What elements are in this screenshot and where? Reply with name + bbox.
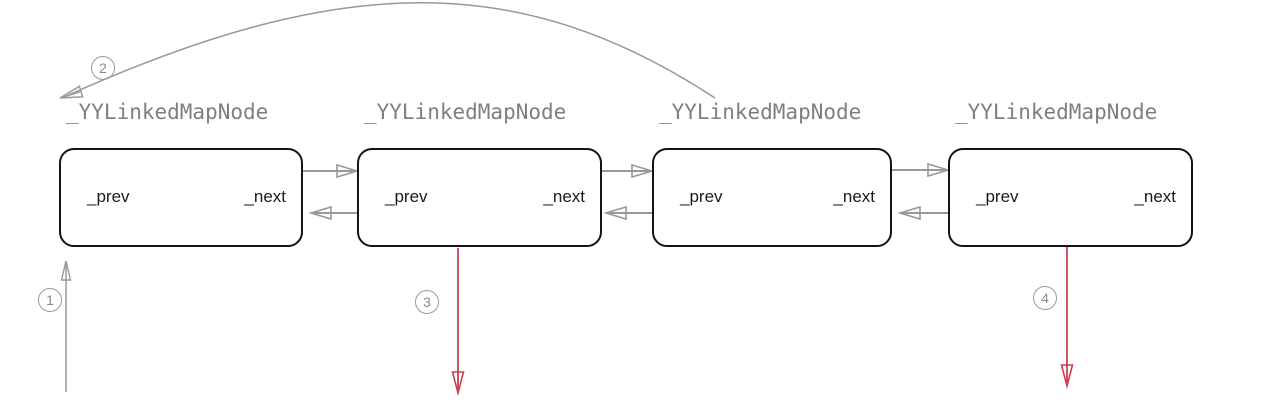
node-box: _prev _next bbox=[357, 148, 602, 247]
linked-map-node-2: _YYLinkedMapNode _prev _next bbox=[357, 100, 602, 247]
prev-arrow-4-3 bbox=[897, 205, 948, 221]
step-1-badge: 1 bbox=[38, 288, 62, 312]
linked-map-node-4: _YYLinkedMapNode _prev _next bbox=[948, 100, 1193, 247]
step1-up-arrow bbox=[60, 260, 72, 392]
step-3-badge: 3 bbox=[415, 290, 439, 314]
next-arrow-1-2 bbox=[303, 163, 360, 179]
next-pointer-label: _next bbox=[244, 187, 286, 206]
node-title: _YYLinkedMapNode bbox=[955, 100, 1158, 124]
next-pointer-label: _next bbox=[1134, 187, 1176, 206]
step4-red-down-arrow bbox=[1060, 247, 1074, 390]
prev-pointer-label: _prev bbox=[680, 187, 723, 206]
step-4-badge: 4 bbox=[1033, 286, 1057, 310]
prev-pointer-label: _prev bbox=[976, 187, 1019, 206]
next-arrow-2-3 bbox=[602, 163, 655, 179]
node-title: _YYLinkedMapNode bbox=[364, 100, 567, 124]
linked-map-node-3: _YYLinkedMapNode _prev _next bbox=[652, 100, 892, 247]
next-pointer-label: _next bbox=[543, 187, 585, 206]
prev-arrow-2-1 bbox=[308, 205, 357, 221]
node-box: _prev _next bbox=[652, 148, 892, 247]
node-box: _prev _next bbox=[59, 148, 303, 247]
prev-pointer-label: _prev bbox=[385, 187, 428, 206]
step3-red-down-arrow bbox=[451, 248, 465, 397]
prev-pointer-label: _prev bbox=[87, 187, 130, 206]
step-2-badge: 2 bbox=[91, 56, 115, 80]
next-pointer-label: _next bbox=[833, 187, 875, 206]
node-title: _YYLinkedMapNode bbox=[659, 100, 862, 124]
node-title: _YYLinkedMapNode bbox=[66, 100, 269, 124]
next-arrow-3-4 bbox=[892, 162, 951, 178]
step2-curved-arrow bbox=[59, 2, 716, 99]
node-box: _prev _next bbox=[948, 148, 1193, 247]
linked-map-node-1: _YYLinkedMapNode _prev _next bbox=[59, 100, 303, 247]
